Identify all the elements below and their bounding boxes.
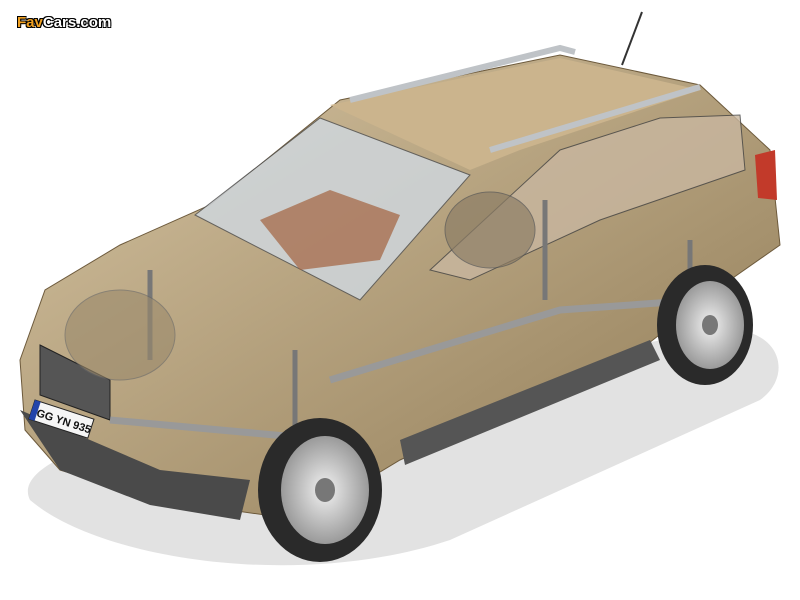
front-bumper <box>20 410 250 520</box>
roof <box>330 58 700 170</box>
spare-wheel <box>444 191 536 269</box>
wheel-front-left <box>258 418 382 562</box>
side-skirt <box>400 340 660 465</box>
roof-rail-right <box>489 84 701 153</box>
watermark-part1: Fav <box>17 14 43 31</box>
roof-rail-left <box>349 44 576 103</box>
wheel-front-right <box>64 289 176 381</box>
watermark-part2: Cars.com <box>42 14 112 31</box>
wheel-rear-left <box>657 265 753 385</box>
favcars-watermark: FavCars.com <box>17 14 111 31</box>
interior-seats <box>260 190 400 270</box>
antenna <box>621 11 643 66</box>
tail-light <box>755 150 777 200</box>
